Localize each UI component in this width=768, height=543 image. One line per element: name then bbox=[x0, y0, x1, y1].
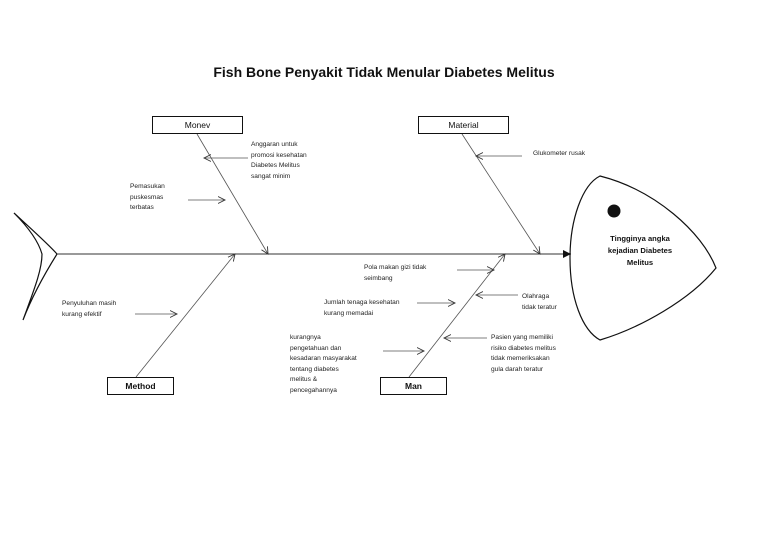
category-method: Method bbox=[107, 377, 174, 395]
cause-monev-2: Pemasukan puskesmas terbatas bbox=[130, 183, 165, 211]
cause-man-2: Jumlah tenaga kesehatan kurang memadai bbox=[324, 299, 400, 317]
cause-man-5: Pasien yang memiliki risiko diabetes mel… bbox=[491, 334, 556, 373]
effect-label: Tingginya angka kejadian Diabetes Melitu… bbox=[607, 234, 673, 267]
man-bone bbox=[408, 254, 505, 378]
fish-eye bbox=[607, 204, 621, 218]
monev-bone bbox=[196, 133, 268, 254]
category-monev: Monev bbox=[152, 116, 243, 134]
fish-head bbox=[569, 175, 717, 341]
fish-tail bbox=[13, 212, 58, 321]
method-bone bbox=[135, 254, 235, 378]
cause-method-1: Penyuluhan masih kurang efektif bbox=[62, 300, 117, 318]
cause-man-1: Pola makan gizi tidak seimbang bbox=[364, 264, 427, 282]
cause-material-1: Glukometer rusak bbox=[533, 150, 586, 157]
diagram-title: Fish Bone Penyakit Tidak Menular Diabete… bbox=[213, 64, 555, 80]
cause-man-3: kurangnya pengetahuan dan kesadaran masy… bbox=[290, 334, 357, 394]
cause-man-4: Olahraga tidak teratur bbox=[522, 293, 557, 311]
cause-monev-1: Anggaran untuk promosi kesehatan Diabete… bbox=[251, 141, 307, 180]
category-material: Material bbox=[418, 116, 509, 134]
category-man: Man bbox=[380, 377, 447, 395]
material-bone bbox=[461, 133, 540, 254]
